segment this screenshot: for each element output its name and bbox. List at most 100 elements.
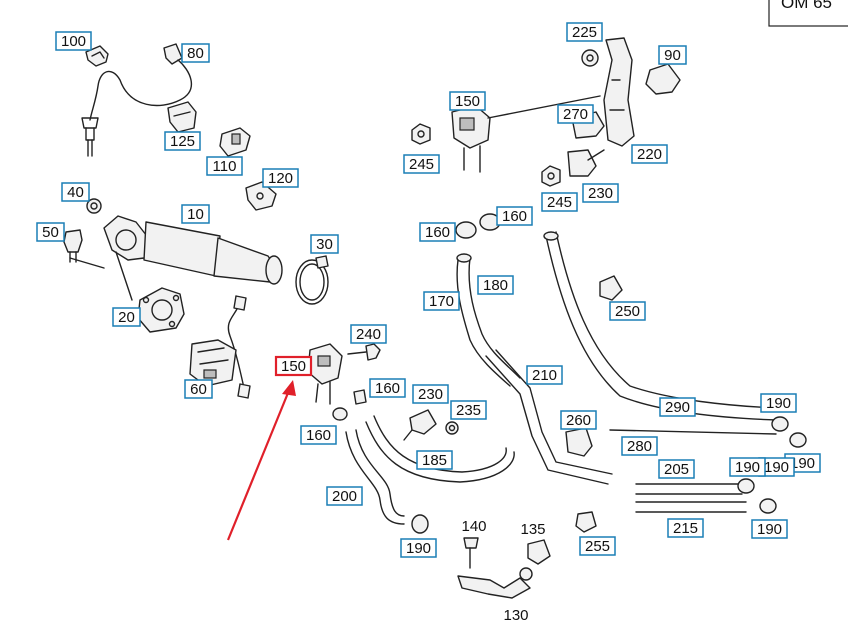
callout-label[interactable]: 280 [621, 436, 658, 456]
callout-label[interactable]: 200 [326, 486, 363, 506]
callout-label-box [557, 104, 594, 124]
callout-label[interactable]: 170 [423, 291, 460, 311]
callout-label[interactable]: 150 [449, 91, 486, 111]
callout-label-box [667, 518, 704, 538]
callout-label[interactable]: 180 [477, 275, 514, 295]
callout-label-box [262, 168, 299, 188]
plain-callout-label[interactable]: 135 [520, 521, 545, 538]
callout-label-box [541, 192, 578, 212]
callout-label-box [423, 291, 460, 311]
part-120-bracket-drawing [245, 181, 277, 211]
callout-label-box-highlighted [274, 355, 313, 377]
callout-label[interactable]: 160 [369, 378, 406, 398]
callout-label[interactable]: 20 [112, 307, 141, 327]
callout-label-box [760, 393, 797, 413]
callout-label-box [658, 459, 695, 479]
callout-label-box [184, 379, 213, 399]
callout-label[interactable]: 245 [403, 154, 440, 174]
callout-label-box [450, 400, 487, 420]
callout-label-box [300, 425, 337, 445]
part-40-washer-drawing [86, 198, 102, 214]
callout-label-text: 50 [42, 224, 59, 241]
model-tag: OM 65 [768, 0, 848, 27]
part-150-pressure-sensor-top-drawing [451, 95, 601, 173]
callout-label[interactable]: 290 [659, 397, 696, 417]
callout-label[interactable]: 185 [416, 450, 453, 470]
callout-label[interactable]: 160 [496, 206, 533, 226]
plain-callout-label[interactable]: 140 [461, 518, 486, 535]
callout-label-box [566, 22, 603, 42]
callout-label[interactable]: 190 [400, 538, 437, 558]
callout-label[interactable]: 245 [541, 192, 578, 212]
callout-label[interactable]: 160 [419, 222, 456, 242]
callout-label-box [560, 410, 597, 430]
callout-label[interactable]: 80 [181, 43, 210, 63]
callout-label[interactable]: 205 [658, 459, 695, 479]
part-hose-185-drawing [365, 415, 515, 483]
callout-label[interactable]: 240 [350, 324, 387, 344]
callout-label[interactable]: 90 [658, 45, 687, 65]
part-245-nut-drawing [411, 123, 561, 187]
callout-label[interactable]: 225 [566, 22, 603, 42]
callout-label-box [658, 45, 687, 65]
callout-label-text: 30 [316, 236, 333, 253]
callout-label-box [631, 144, 668, 164]
part-160-clamp-lower-drawing [332, 389, 367, 421]
callout-label-text: 190 [406, 540, 431, 557]
part-140-bolt-drawing [463, 537, 479, 569]
callout-label-text: 230 [588, 185, 613, 202]
callout-label-text: 280 [627, 438, 652, 455]
callout-label-box [369, 378, 406, 398]
callout-label[interactable]: 230 [582, 183, 619, 203]
callout-label[interactable]: 10 [181, 204, 210, 224]
callout-label[interactable]: 100 [55, 31, 92, 51]
callout-label[interactable]: 210 [526, 365, 563, 385]
callout-label[interactable]: 125 [164, 131, 201, 151]
callout-label[interactable]: 50 [36, 222, 65, 242]
part-hose-200-drawing [345, 429, 405, 525]
model-tag-text: OM 65 [781, 0, 832, 12]
callout-label-box [579, 536, 616, 556]
callout-label[interactable]: 220 [631, 144, 668, 164]
callout-label[interactable]: 190 [758, 457, 795, 477]
callout-label[interactable]: 190 [760, 393, 797, 413]
callout-label[interactable]: 120 [262, 168, 299, 188]
part-110-connector-drawing [219, 127, 251, 157]
part-190-clamps-right-drawing [737, 416, 807, 514]
callout-label[interactable]: 250 [609, 301, 646, 321]
callout-label[interactable]: 160 [300, 425, 337, 445]
callout-label[interactable]: 255 [579, 536, 616, 556]
part-30-clamp-ring-drawing [295, 255, 329, 305]
callout-label-box [412, 384, 449, 404]
callout-label-text: 110 [213, 158, 237, 175]
callout-label[interactable]: 110 [206, 156, 243, 176]
part-temperature-sensor-drawing [227, 295, 251, 399]
callout-label-box [61, 182, 90, 202]
callout-label[interactable]: 235 [450, 400, 487, 420]
callout-label-text: 190 [757, 521, 782, 538]
plain-callout-label[interactable]: 130 [503, 607, 528, 624]
callout-label[interactable]: 230 [412, 384, 449, 404]
callout-label[interactable]: 190 [751, 519, 788, 539]
callout-label-text: 270 [563, 106, 588, 123]
callout-label[interactable]: 215 [667, 518, 704, 538]
callout-label-box [449, 91, 486, 111]
callout-label[interactable]: 150 [274, 355, 313, 377]
plain-callout-labels: 140 135 130 [461, 518, 545, 624]
callout-label[interactable]: 40 [61, 182, 90, 202]
callout-label-box [477, 275, 514, 295]
part-190-clamp-lower-drawing [411, 514, 429, 534]
callout-label[interactable]: 270 [557, 104, 594, 124]
callout-label-box [36, 222, 65, 242]
part-bracket-assembly-drawing [567, 37, 681, 177]
callout-label-text: 150 [281, 358, 306, 375]
callout-label[interactable]: 30 [310, 234, 339, 254]
callout-label-text: 260 [566, 412, 591, 429]
callout-label[interactable]: 190 [729, 457, 766, 477]
callout-label[interactable]: 60 [184, 379, 213, 399]
callout-label[interactable]: 260 [560, 410, 597, 430]
callout-label-box [526, 365, 563, 385]
callout-label-box [582, 183, 619, 203]
part-240-bolt-drawing [347, 343, 381, 361]
